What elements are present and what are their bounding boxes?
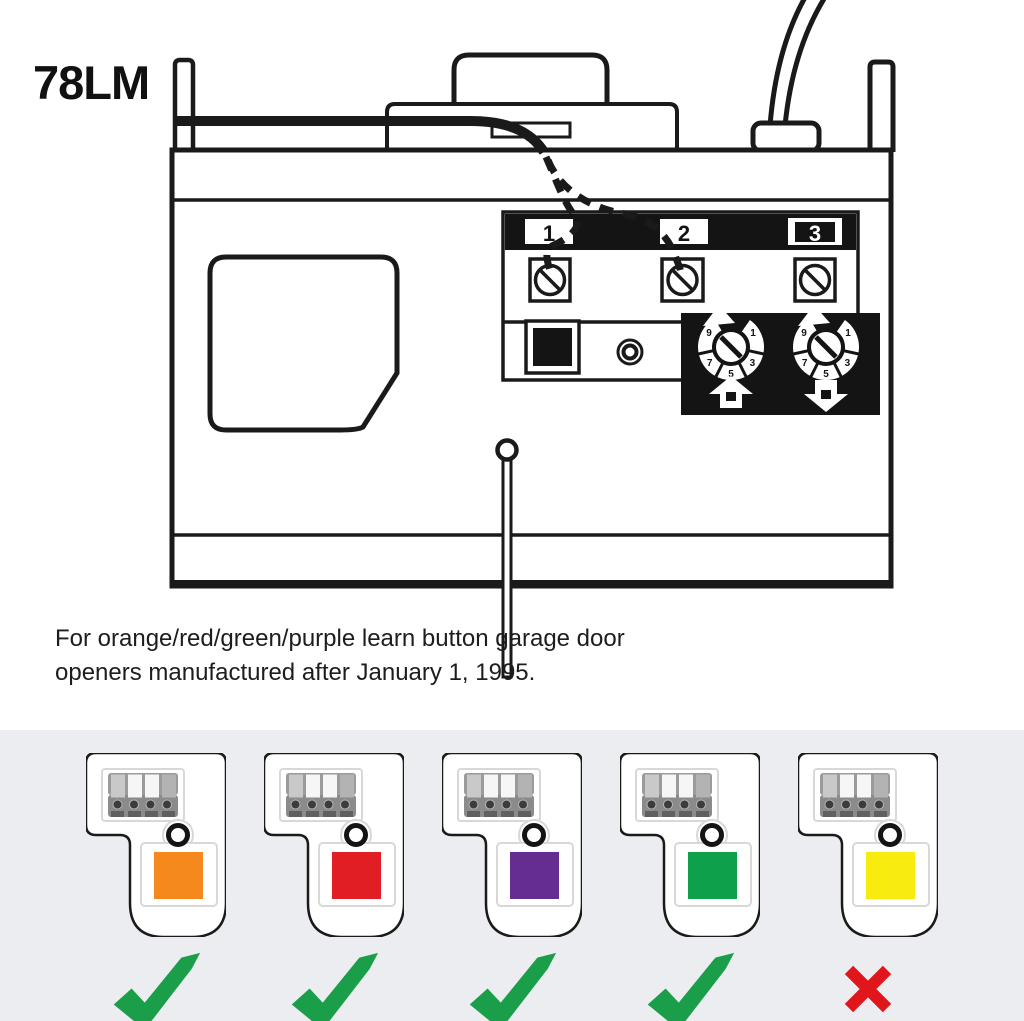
bell-wire-dashed-2 <box>544 158 685 277</box>
learn-button-color-swatch <box>510 852 559 899</box>
learn-button-color-swatch <box>866 852 915 899</box>
compatibility-caption: For orange/red/green/purple learn button… <box>55 622 625 690</box>
keyring-hole-icon <box>700 823 724 847</box>
compatibility-mark <box>643 949 737 1021</box>
svg-text:1: 1 <box>750 328 756 339</box>
led-indicator-icon <box>616 338 644 366</box>
svg-text:3: 3 <box>750 358 756 369</box>
right-mount-post <box>867 59 896 152</box>
terminal-block-icon <box>457 768 541 822</box>
keyring-hole-icon <box>522 823 546 847</box>
learn-button-color-swatch <box>688 852 737 899</box>
terminal-label-1: 1 <box>543 221 555 246</box>
speaker-window <box>207 254 400 433</box>
opener-unit-icon <box>442 753 582 937</box>
bell-wire-dashed-1 <box>542 155 581 276</box>
wire-clamp <box>750 120 822 154</box>
svg-text:9: 9 <box>706 328 712 339</box>
compatibility-mark <box>842 949 894 1021</box>
x-icon <box>844 965 892 1013</box>
opener-unit-icon <box>620 753 760 937</box>
compatibility-panel <box>0 730 1024 1021</box>
console-top-hump <box>451 52 610 106</box>
pull-cord-ring <box>495 438 519 462</box>
garage-opener-console-diagram: 1 2 3 <box>169 0 896 679</box>
up-travel-dial-icon: 9 7 5 3 1 <box>697 305 765 408</box>
remote-variant-purple <box>442 753 582 1021</box>
terminal-label-box-1 <box>525 219 573 244</box>
caption-line-2: openers manufactured after January 1, 19… <box>55 659 536 686</box>
learn-button-color-swatch <box>332 852 381 899</box>
svg-text:5: 5 <box>823 369 829 380</box>
terminal-block-icon <box>635 768 719 822</box>
remote-variant-orange <box>86 753 226 1021</box>
check-icon <box>647 952 735 1021</box>
garage-door-glyph <box>726 392 736 401</box>
check-icon <box>113 952 201 1021</box>
learn-button-color-swatch <box>154 852 203 899</box>
compatibility-mark <box>287 949 381 1021</box>
terminal-label-3-inner <box>795 222 835 242</box>
svg-text:7: 7 <box>707 358 713 369</box>
opener-unit-icon <box>798 753 938 937</box>
left-mount-tab <box>172 57 196 150</box>
terminal-block-icon <box>279 768 363 822</box>
keyring-hole-icon <box>166 823 190 847</box>
keyring-hole-icon <box>344 823 368 847</box>
caption-line-1: For orange/red/green/purple learn button… <box>55 625 625 652</box>
svg-text:7: 7 <box>802 358 808 369</box>
keyring-hole-icon <box>878 823 902 847</box>
svg-text:1: 1 <box>845 328 851 339</box>
remote-variant-yellow <box>798 753 938 1021</box>
terminal-block-icon <box>813 768 897 822</box>
check-icon <box>291 952 379 1021</box>
terminal-label-2: 2 <box>678 221 690 246</box>
terminal-block-icon <box>101 768 185 822</box>
remote-variant-row <box>0 730 1024 1021</box>
opener-unit-icon <box>86 753 226 937</box>
remote-variant-green <box>620 753 760 1021</box>
check-icon <box>469 952 557 1021</box>
compatibility-mark <box>109 949 203 1021</box>
opener-unit-icon <box>264 753 404 937</box>
svg-text:3: 3 <box>845 358 851 369</box>
svg-text:5: 5 <box>728 369 734 380</box>
terminal-label-3: 3 <box>809 221 821 246</box>
power-wire-left <box>767 0 807 127</box>
svg-text:9: 9 <box>801 328 807 339</box>
down-travel-dial-icon: 9 7 5 3 1 <box>792 305 860 412</box>
garage-door-glyph <box>821 390 831 399</box>
compatibility-mark <box>465 949 559 1021</box>
product-model-label: 78LM <box>33 56 150 109</box>
bell-wire <box>176 116 549 155</box>
remote-variant-red <box>264 753 404 1021</box>
power-wire-right <box>782 0 827 127</box>
